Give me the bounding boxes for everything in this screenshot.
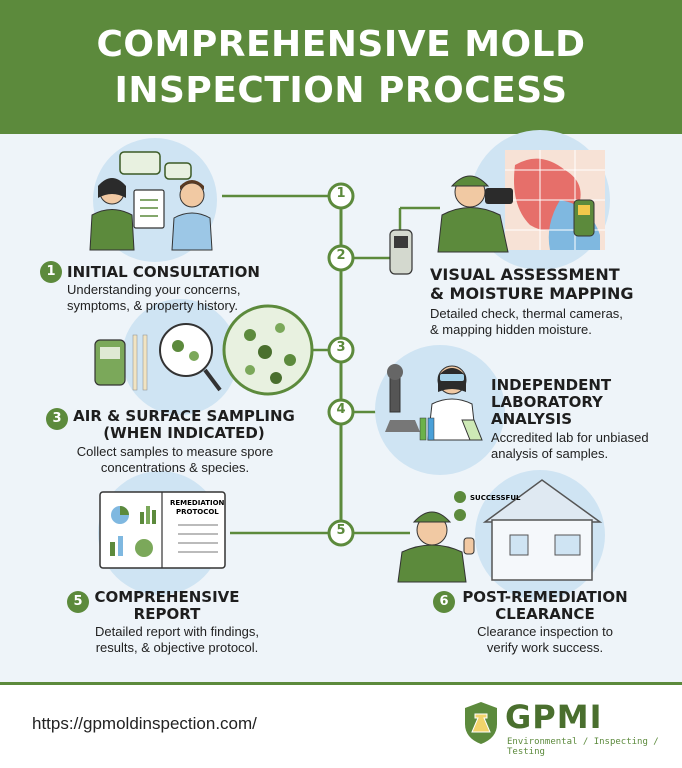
step-4-title: INDEPENDENT LABORATORY ANALYSIS bbox=[491, 377, 611, 428]
step-5-description: Detailed report with findings, results, … bbox=[62, 624, 292, 656]
logo-tagline: Environmental / Inspecting / Testing bbox=[507, 737, 659, 757]
gpmi-shield-logo-icon bbox=[465, 702, 497, 744]
step-2-title-line-2: & MOISTURE MAPPING bbox=[430, 284, 634, 303]
step-2-desc-line-1: Detailed check, thermal cameras, bbox=[430, 306, 623, 321]
step-4-title-line-1: INDEPENDENT bbox=[491, 376, 612, 394]
logo-name: GPMI bbox=[505, 698, 603, 736]
report-book-label-1: REMEDIATION bbox=[170, 499, 225, 507]
lab-illustration bbox=[375, 345, 505, 475]
timeline-node-2 bbox=[327, 244, 355, 272]
step-5-title: COMPREHENSIVE REPORT bbox=[92, 589, 242, 623]
step-3-description: Collect samples to measure spore concent… bbox=[40, 444, 310, 476]
step-1-badge: 1 bbox=[40, 261, 62, 283]
report-book-label-2: PROTOCOL bbox=[176, 508, 219, 516]
footer-divider bbox=[0, 682, 682, 685]
step-4-desc-line-2: analysis of samples. bbox=[491, 446, 609, 461]
step-5-title-line-2: REPORT bbox=[133, 605, 201, 623]
timeline-node-label-5: 5 bbox=[336, 523, 346, 538]
step-2-desc-line-2: & mapping hidden moisture. bbox=[430, 322, 592, 337]
step-5-desc-line-2: results, & objective protocol. bbox=[95, 640, 259, 655]
timeline-node-3 bbox=[327, 336, 355, 364]
footer: https://gpmoldinspection.com/ bbox=[0, 685, 682, 768]
timeline-node-5 bbox=[327, 519, 355, 547]
step-2-title: VISUAL ASSESSMENT & MOISTURE MAPPING bbox=[430, 265, 633, 303]
step-6-desc-line-2: verify work success. bbox=[486, 640, 604, 655]
step-3-title-line-1: AIR & SURFACE SAMPLING bbox=[73, 407, 295, 425]
step-6-title-line-2: CLEARANCE bbox=[495, 605, 595, 623]
step-1-description: Understanding your concerns, symptoms, &… bbox=[67, 282, 240, 314]
step-3-desc-line-1: Collect samples to measure spore bbox=[76, 444, 274, 459]
process-diagram: REMEDIATION PROTOCOL SUCCESSFUL bbox=[89, 130, 610, 600]
step-4-desc-line-1: Accredited lab for unbiased bbox=[491, 430, 649, 445]
timeline-node-1 bbox=[327, 182, 355, 210]
step-6-description: Clearance inspection to verify work succ… bbox=[450, 624, 640, 656]
step-3-badge: 3 bbox=[46, 408, 68, 430]
step-3-desc-line-2: concentrations & species. bbox=[100, 460, 250, 475]
step-1-title: INITIAL CONSULTATION bbox=[67, 263, 260, 281]
timeline-node-label-4: 4 bbox=[336, 402, 346, 417]
sampling-illustration bbox=[94, 299, 314, 415]
step-1-desc-line-2: symptoms, & property history. bbox=[67, 298, 238, 313]
timeline-node-label-2: 2 bbox=[336, 248, 346, 263]
step-3-title-line-2: (WHEN INDICATED) bbox=[103, 424, 265, 442]
timeline-node-label-1: 1 bbox=[336, 186, 346, 201]
step-6-desc-line-1: Clearance inspection to bbox=[477, 624, 613, 639]
consultation-illustration bbox=[89, 138, 217, 262]
timeline-node-label-3: 3 bbox=[336, 340, 346, 355]
step-4-title-line-3: ANALYSIS bbox=[491, 410, 573, 428]
title-line-2: INSPECTION PROCESS bbox=[114, 70, 568, 111]
step-3-title: AIR & SURFACE SAMPLING (WHEN INDICATED) bbox=[66, 408, 302, 442]
title-line-1: COMPREHENSIVE MOLD bbox=[96, 24, 586, 65]
step-6-title-line-1: POST-REMEDIATION bbox=[462, 588, 628, 606]
visual-assessment-illustration bbox=[389, 130, 610, 275]
step-6-title: POST-REMEDIATION CLEARANCE bbox=[460, 589, 630, 623]
page-title: COMPREHENSIVE MOLD INSPECTION PROCESS bbox=[0, 0, 682, 114]
step-2-description: Detailed check, thermal cameras, & mappi… bbox=[430, 306, 623, 338]
step-1-desc-line-1: Understanding your concerns, bbox=[67, 282, 241, 297]
clearance-check-label: SUCCESSFUL bbox=[470, 494, 521, 502]
report-illustration: REMEDIATION PROTOCOL bbox=[98, 471, 226, 595]
step-2-title-line-1: VISUAL ASSESSMENT bbox=[430, 265, 620, 284]
header-banner: COMPREHENSIVE MOLD INSPECTION PROCESS bbox=[0, 0, 682, 134]
step-4-description: Accredited lab for unbiased analysis of … bbox=[491, 430, 649, 462]
step-4-title-line-2: LABORATORY bbox=[491, 393, 603, 411]
step-5-title-line-1: COMPREHENSIVE bbox=[94, 588, 240, 606]
step-5-badge: 5 bbox=[67, 591, 89, 613]
website-link[interactable]: https://gpmoldinspection.com/ bbox=[32, 714, 257, 733]
step-6-badge: 6 bbox=[433, 591, 455, 613]
timeline-node-4 bbox=[327, 398, 355, 426]
clearance-illustration: SUCCESSFUL bbox=[397, 470, 605, 600]
step-5-desc-line-1: Detailed report with findings, bbox=[94, 624, 260, 639]
